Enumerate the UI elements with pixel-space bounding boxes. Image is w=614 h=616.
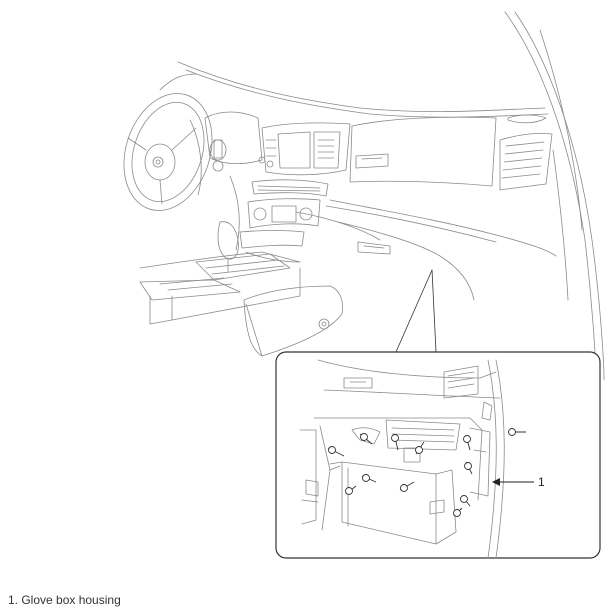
- lower-dash: [139, 175, 381, 269]
- bolt-icon: [359, 433, 373, 445]
- a-pillar: [504, 11, 605, 381]
- lower-floor-panel: [243, 285, 343, 357]
- instrument-cluster: [204, 111, 263, 172]
- bolt-icon: [453, 507, 463, 517]
- callout-arrow: 1: [492, 475, 545, 489]
- detail-leader-lines: [395, 269, 437, 353]
- bolt-icon: [345, 485, 357, 495]
- bolt-icon: [463, 435, 471, 451]
- mounting-bolts: [327, 428, 526, 517]
- bolt-icon: [508, 428, 526, 436]
- bolt-icon: [399, 481, 415, 492]
- dashboard-top: [159, 61, 549, 118]
- steering-wheel: [123, 93, 213, 211]
- callout-number: 1: [538, 475, 545, 489]
- figure-caption: 1. Glove box housing: [8, 593, 121, 607]
- gear-shifter-console: [139, 221, 301, 325]
- detail-inset: 1: [275, 351, 601, 559]
- right-vent: [499, 114, 553, 191]
- bolt-icon: [361, 474, 377, 483]
- bolt-icon: [415, 441, 425, 455]
- bolt-icon: [460, 495, 471, 507]
- climate-panel: [239, 179, 329, 249]
- bolt-icon: [391, 433, 399, 451]
- passenger-dash: [325, 116, 557, 301]
- bolt-icon: [464, 461, 473, 475]
- glove-box-housing-illustration: 1: [123, 11, 605, 559]
- center-stack: [258, 122, 351, 176]
- bolt-icon: [327, 446, 345, 457]
